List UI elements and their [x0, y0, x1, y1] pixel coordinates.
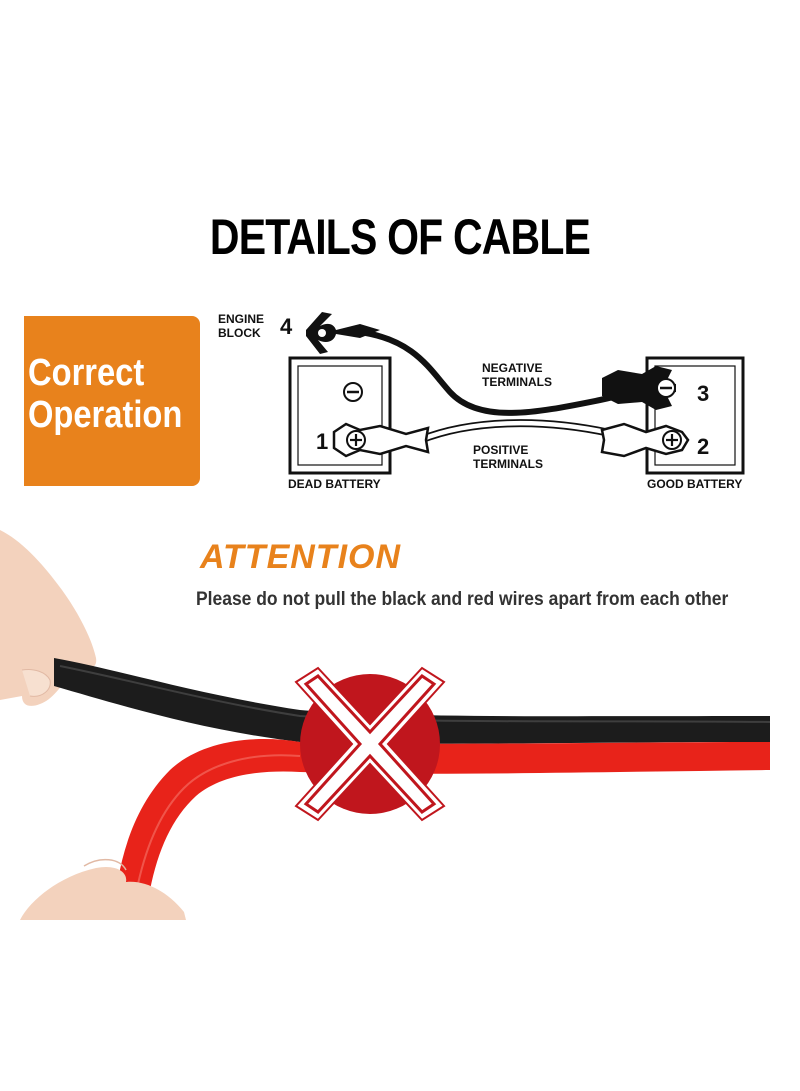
page-title: DETAILS OF CABLE	[209, 209, 591, 265]
positive-terminals-label-line1: POSITIVE	[473, 443, 528, 457]
black-wire	[54, 658, 770, 744]
correct-operation-label: Correct Operation	[28, 352, 182, 436]
bottom-hand	[20, 866, 186, 920]
clamp-good-negative	[602, 366, 676, 410]
dead-battery-box	[288, 356, 392, 475]
jump-start-diagram: ENGINE BLOCK 4 1 3 2 NEGATIVE TERMINALS …	[218, 312, 745, 491]
attention-heading: ATTENTION	[200, 538, 402, 576]
engine-block-label-line2: BLOCK	[218, 326, 261, 340]
engine-block-label-line1: ENGINE	[218, 312, 264, 326]
negative-terminals-label-line1: NEGATIVE	[482, 361, 542, 375]
dead-battery-inner	[297, 365, 383, 466]
correct-operation-line1: Correct	[28, 352, 145, 394]
clamp-engine-block	[306, 312, 380, 354]
step-number-2: 2	[697, 434, 709, 459]
correct-operation-badge	[24, 316, 200, 486]
positive-terminals-label-line2: TERMINALS	[473, 457, 543, 471]
red-wire-split	[118, 739, 300, 890]
good-battery-inner	[654, 365, 736, 466]
positive-cable	[417, 420, 613, 443]
attention-warning-text: Please do not pull the black and red wir…	[196, 589, 729, 610]
good-battery-label: GOOD BATTERY	[647, 477, 742, 491]
negative-terminals-label-line2: TERMINALS	[482, 375, 552, 389]
prohibition-x-icon	[294, 666, 446, 822]
step-number-1: 1	[316, 429, 328, 454]
cable-photo	[0, 530, 771, 920]
dead-battery-label: DEAD BATTERY	[288, 477, 381, 491]
correct-operation-line2: Operation	[28, 394, 183, 436]
step-number-3: 3	[697, 381, 709, 406]
dead-battery-negative-terminal	[343, 382, 363, 402]
step-number-4: 4	[280, 314, 293, 339]
